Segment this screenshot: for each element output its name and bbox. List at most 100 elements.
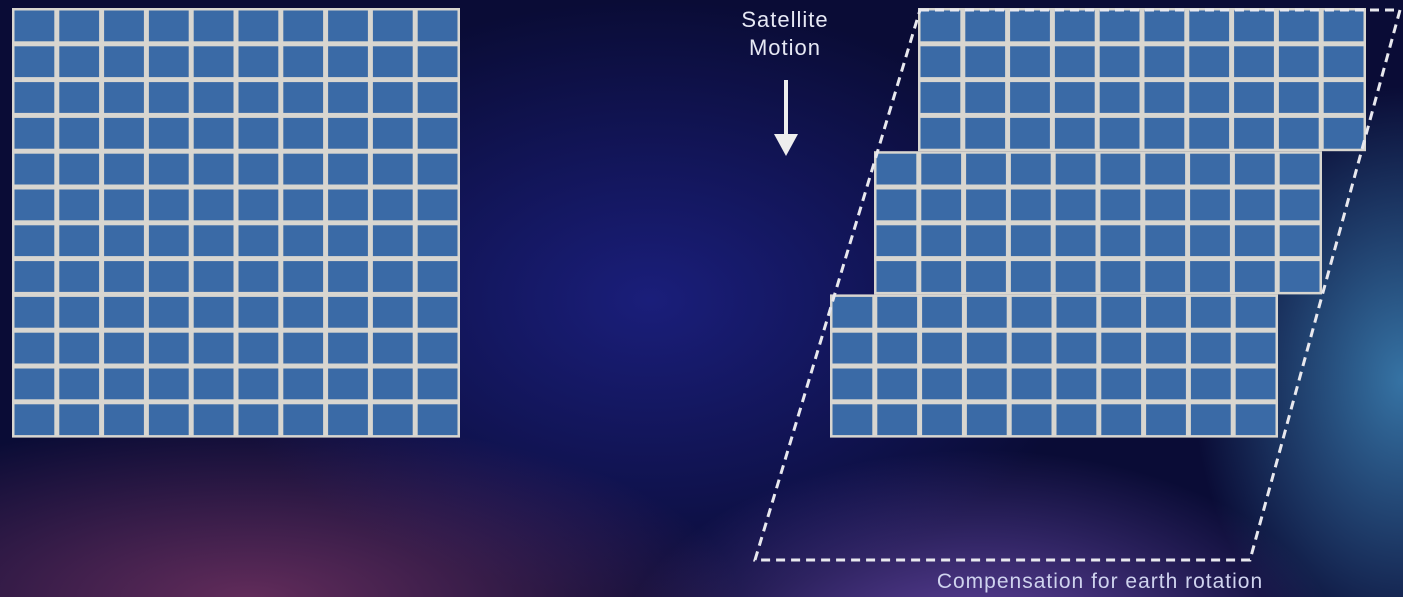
detector-cell — [1011, 404, 1052, 436]
detector-cell — [59, 332, 100, 364]
detector-cell — [1146, 404, 1186, 436]
detector-cell — [876, 153, 917, 185]
detector-cell — [1099, 10, 1140, 42]
detector-cell — [1010, 153, 1051, 185]
detector-cell — [1099, 117, 1140, 149]
detector-cell — [328, 82, 368, 113]
detector-cell — [876, 189, 917, 221]
detector-cell — [1235, 296, 1276, 328]
detector-cell — [1234, 225, 1275, 257]
detector-cell — [417, 153, 458, 185]
detector-cell — [14, 296, 55, 328]
detector-cell — [1144, 82, 1185, 113]
detector-cell — [920, 46, 961, 78]
detector-cell — [1055, 153, 1096, 185]
detector-cell — [417, 225, 458, 257]
detector-cell — [1144, 117, 1185, 149]
detector-cell — [966, 332, 1007, 364]
detector-cell — [104, 153, 144, 185]
detector-cell — [14, 46, 55, 78]
detector-cell — [328, 368, 368, 400]
detector-cell — [59, 46, 100, 78]
detector-cell — [14, 82, 55, 113]
detector-cell — [877, 404, 918, 436]
detector-cell — [104, 332, 144, 364]
detector-cell — [1323, 117, 1364, 149]
detector-cell — [965, 10, 1006, 42]
detector-cell — [1234, 189, 1275, 221]
detector-cell — [238, 189, 279, 221]
detector-cell — [1144, 10, 1185, 42]
detector-cell — [328, 10, 368, 42]
detector-cell — [283, 117, 324, 149]
detector-cell — [14, 189, 55, 221]
detector-cell — [283, 46, 324, 78]
detector-cell — [1056, 368, 1097, 400]
detector-cell — [966, 189, 1006, 221]
detector-cell — [328, 153, 368, 185]
detector-cell — [965, 82, 1006, 113]
detector-cell — [283, 296, 324, 328]
detector-cell — [59, 261, 100, 292]
detector-cell — [1190, 153, 1230, 185]
detector-cell — [1011, 368, 1052, 400]
detector-cell — [328, 332, 368, 364]
detector-cell — [238, 82, 279, 113]
detector-cell — [1323, 46, 1364, 78]
detector-cell — [1011, 332, 1052, 364]
detector-cell — [1101, 404, 1142, 436]
detector-cell — [921, 189, 962, 221]
detector-cell — [59, 296, 100, 328]
detector-cell — [193, 225, 234, 257]
detector-cell — [148, 189, 189, 221]
detector-cell — [14, 368, 55, 400]
detector-cell — [372, 10, 413, 42]
detector-cell — [1190, 225, 1230, 257]
detector-cell — [283, 261, 324, 292]
detector-cell — [417, 332, 458, 364]
detector-cell — [1279, 225, 1320, 257]
detector-cell — [832, 368, 873, 400]
detector-cell — [1054, 82, 1095, 113]
detector-cell — [921, 153, 962, 185]
detector-cell — [1101, 296, 1142, 328]
detector-cell — [193, 46, 234, 78]
detector-cell — [877, 332, 918, 364]
detector-cell — [104, 261, 144, 292]
detector-cell — [238, 46, 279, 78]
detector-cell — [372, 117, 413, 149]
detector-cell — [965, 117, 1006, 149]
detector-cell — [1235, 404, 1276, 436]
detector-cell — [1101, 332, 1142, 364]
detector-cell — [148, 153, 189, 185]
detector-cell — [148, 261, 189, 292]
detector-cell — [1189, 10, 1230, 42]
detector-cell — [328, 117, 368, 149]
detector-cell — [1279, 153, 1320, 185]
detector-cell — [193, 332, 234, 364]
uncompensated-grid — [12, 8, 460, 438]
detector-cell — [1100, 225, 1141, 257]
detector-cell — [59, 117, 100, 149]
detector-cell — [417, 10, 458, 42]
detector-cell — [832, 332, 873, 364]
detector-cell — [59, 10, 100, 42]
detector-cell — [372, 46, 413, 78]
detector-cell — [1010, 117, 1050, 149]
detector-cell — [1279, 189, 1320, 221]
detector-cell — [1055, 189, 1096, 221]
detector-cell — [1056, 404, 1097, 436]
detector-cell — [193, 10, 234, 42]
detector-cell — [148, 332, 189, 364]
detector-cell — [417, 46, 458, 78]
detector-cell — [104, 82, 144, 113]
detector-cell — [59, 225, 100, 257]
detector-cell — [1234, 82, 1274, 113]
detector-cell — [328, 225, 368, 257]
detector-cell — [372, 332, 413, 364]
detector-cell — [14, 261, 55, 292]
detector-cell — [283, 332, 324, 364]
detector-cell — [283, 225, 324, 257]
